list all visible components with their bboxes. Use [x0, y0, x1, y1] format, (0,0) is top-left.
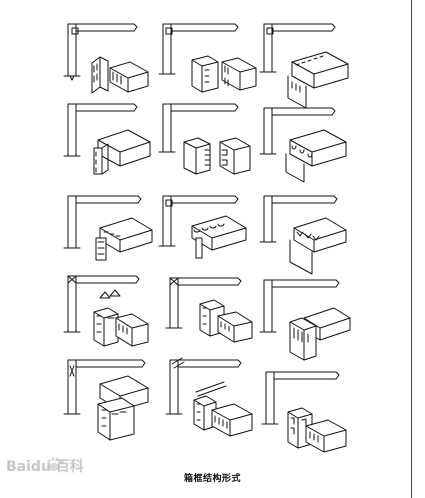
- joint-diagram-4: [63, 103, 151, 175]
- joint-diagram-13: [63, 359, 149, 441]
- joint-diagram-9: [259, 195, 347, 275]
- joint-diagram-10: [63, 275, 149, 347]
- joint-diagram-3: [259, 23, 349, 109]
- joint-diagram-12: [259, 279, 351, 361]
- joint-diagram-11: [165, 277, 253, 343]
- joint-diagram-8: [158, 195, 247, 259]
- figure-caption: 箱框结构形式: [183, 474, 241, 484]
- page-edge-line: [411, 0, 412, 498]
- joint-diagram-5: [158, 103, 251, 175]
- joint-diagram-6: [259, 107, 347, 183]
- joint-diagram-15: [261, 371, 347, 453]
- joint-diagram-1: [63, 23, 149, 94]
- joint-diagram-14: [165, 357, 253, 437]
- joint-diagram-7: [63, 195, 153, 261]
- joint-diagram-2: [158, 23, 257, 93]
- baidu-paw-logo-icon: [47, 457, 62, 471]
- baidu-watermark: Baidu 百科: [6, 459, 84, 475]
